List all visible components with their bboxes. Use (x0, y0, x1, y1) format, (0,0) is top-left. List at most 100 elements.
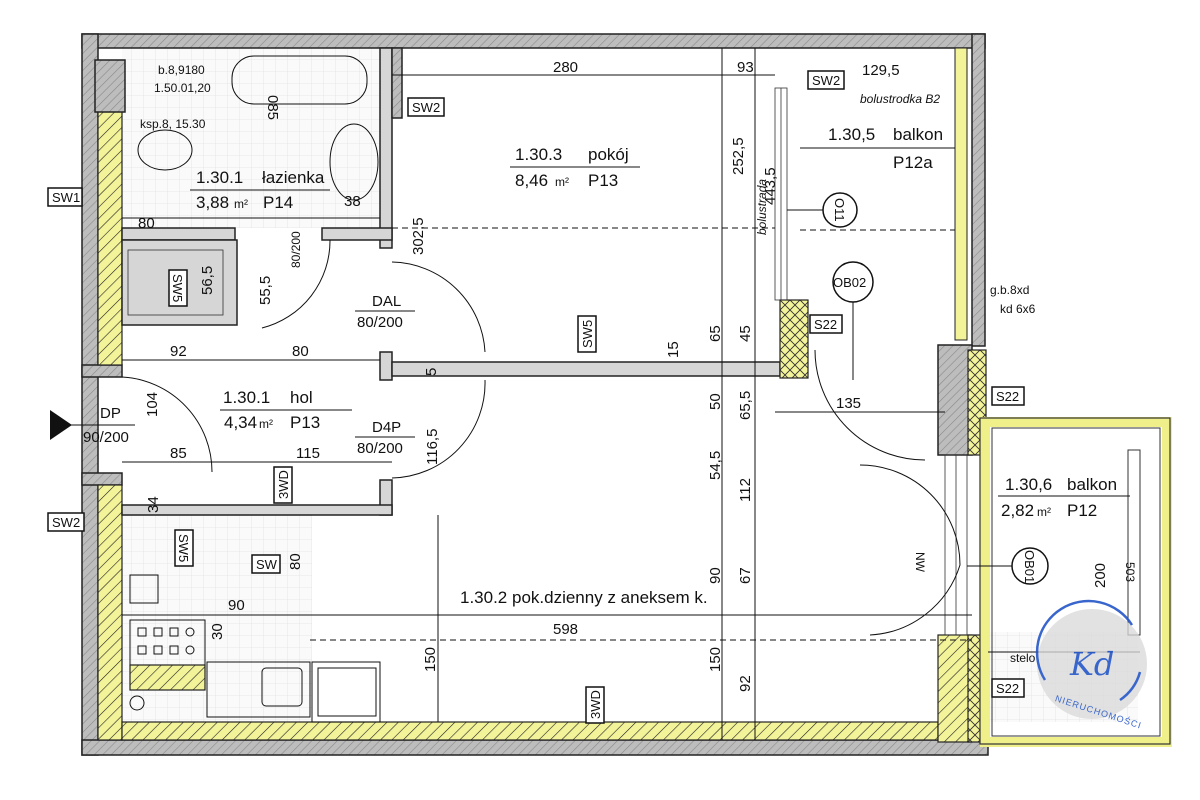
svg-text:30: 30 (209, 623, 226, 640)
interior-walls (94, 47, 809, 516)
svg-text:SW2: SW2 (412, 100, 440, 115)
svg-text:90: 90 (228, 597, 245, 614)
svg-text:280: 280 (553, 59, 578, 76)
svg-text:1.30,5: 1.30,5 (828, 125, 875, 144)
svg-text:stelo: stelo (1010, 651, 1036, 665)
svg-text:90/200: 90/200 (83, 429, 129, 446)
tag-3wd: 3WD (273, 466, 293, 504)
svg-text:54,5: 54,5 (707, 451, 724, 480)
tag-s22: S22 (991, 386, 1025, 406)
svg-text:OB01: OB01 (1022, 550, 1037, 583)
room-bedroom: 1.30.3 pokój 8,46 m² P13 (510, 145, 640, 190)
svg-text:34: 34 (145, 496, 162, 513)
fixtures (129, 55, 381, 723)
svg-text:55,5: 55,5 (257, 276, 274, 305)
svg-text:443,5: 443,5 (762, 167, 779, 205)
annotations: b.8,9180 1.50.01,20 ksp.8, 15.30 bolustr… (140, 63, 1036, 665)
svg-text:g.b.8xd: g.b.8xd (990, 283, 1029, 297)
cabinet (129, 574, 159, 604)
svg-text:2,82: 2,82 (1001, 501, 1034, 520)
entrance-arrow-icon (50, 410, 72, 440)
svg-text:80: 80 (138, 215, 155, 232)
svg-text:pokój: pokój (588, 145, 629, 164)
window-markers: O11 OB02 OB01 (787, 192, 1049, 585)
tag-sw2: SW2 (407, 97, 445, 117)
svg-text:50: 50 (707, 393, 724, 410)
svg-text:DP: DP (100, 405, 121, 422)
svg-text:129,5: 129,5 (862, 62, 900, 79)
door-dp (121, 376, 213, 473)
tag-s22: S22 (991, 678, 1025, 698)
svg-text:bolustrodka B2: bolustrodka B2 (860, 92, 940, 106)
svg-text:SW5: SW5 (176, 534, 191, 562)
svg-text:104: 104 (144, 392, 161, 417)
washbasin (329, 123, 379, 201)
room-name: łazienka (262, 168, 325, 187)
toilet (137, 129, 193, 171)
svg-text:90: 90 (707, 567, 724, 584)
svg-text:P12: P12 (1067, 501, 1097, 520)
sink (206, 661, 311, 718)
svg-text:DAL: DAL (372, 293, 401, 310)
svg-text:200: 200 (1092, 563, 1109, 588)
svg-text:150: 150 (707, 647, 724, 672)
svg-text:m²: m² (259, 417, 273, 431)
svg-text:116,5: 116,5 (424, 429, 441, 465)
outer-walls (81, 33, 1172, 756)
door-bath (261, 239, 331, 329)
wall-tags: SW1 SW2 SW2 SW2 S22 S22 S22 SW5 SW5 SW5 … (47, 70, 1025, 724)
room-living: 1.30.2 pok.dzienny z aneksem k. (460, 588, 708, 607)
door-balcony-a (814, 349, 926, 461)
kitchen-floor (122, 515, 312, 722)
bathtub (231, 55, 368, 105)
svg-text:8,46: 8,46 (515, 171, 548, 190)
svg-text:1.30,6: 1.30,6 (1005, 475, 1052, 494)
room-balcony-a: 1.30,5 balkon P12a (828, 125, 943, 172)
room-area: 3,88 (196, 193, 229, 212)
cooktop-burners (137, 627, 195, 655)
svg-text:085: 085 (264, 95, 281, 120)
svg-text:balkon: balkon (1067, 475, 1117, 494)
watermark-initials: Kd (1069, 645, 1114, 683)
tag-sw: SW (251, 554, 281, 574)
svg-text:92: 92 (737, 675, 754, 692)
svg-text:252,5: 252,5 (730, 137, 747, 175)
svg-text:P13: P13 (588, 171, 618, 190)
room-finish: P14 (263, 193, 293, 212)
svg-text:598: 598 (553, 621, 578, 638)
svg-text:m²: m² (555, 175, 569, 189)
tag-3wd: 3WD (585, 686, 605, 724)
svg-text:m²: m² (1037, 505, 1051, 519)
svg-text:SW: SW (256, 557, 278, 572)
svg-text:93: 93 (737, 59, 754, 76)
svg-text:hol: hol (290, 388, 313, 407)
svg-text:S22: S22 (996, 389, 1019, 404)
svg-text:112: 112 (737, 478, 754, 502)
svg-text:bolustrada: bolustrada (755, 179, 769, 235)
svg-text:P13: P13 (290, 413, 320, 432)
svg-text:SW5: SW5 (580, 320, 595, 348)
room-hall: 1.30.1 hol 4,34 m² P13 (220, 388, 352, 432)
watermark-logo: Kd NIERUCHOMOŚCI (1035, 599, 1147, 731)
svg-text:92: 92 (170, 343, 187, 360)
fridge (311, 661, 381, 723)
svg-text:150: 150 (422, 647, 439, 672)
svg-text:3WD: 3WD (276, 470, 291, 499)
svg-text:1.30.1: 1.30.1 (223, 388, 270, 407)
svg-text:SW2: SW2 (52, 515, 80, 530)
svg-text:SW2: SW2 (812, 73, 840, 88)
svg-text:SW1: SW1 (52, 190, 80, 205)
door-balcony-b (859, 464, 961, 636)
svg-text:S22: S22 (814, 317, 837, 332)
room-number: 1.30.1 (196, 168, 243, 187)
door-d4p (391, 379, 486, 479)
svg-text:65: 65 (707, 325, 724, 342)
svg-text:80/200: 80/200 (357, 314, 403, 331)
svg-text:80: 80 (287, 553, 304, 570)
tag-sw1: SW1 (47, 187, 83, 207)
svg-text:80: 80 (292, 343, 309, 360)
svg-text:67: 67 (737, 567, 754, 584)
svg-text:SW5: SW5 (170, 274, 185, 302)
svg-text:balkon: balkon (893, 125, 943, 144)
